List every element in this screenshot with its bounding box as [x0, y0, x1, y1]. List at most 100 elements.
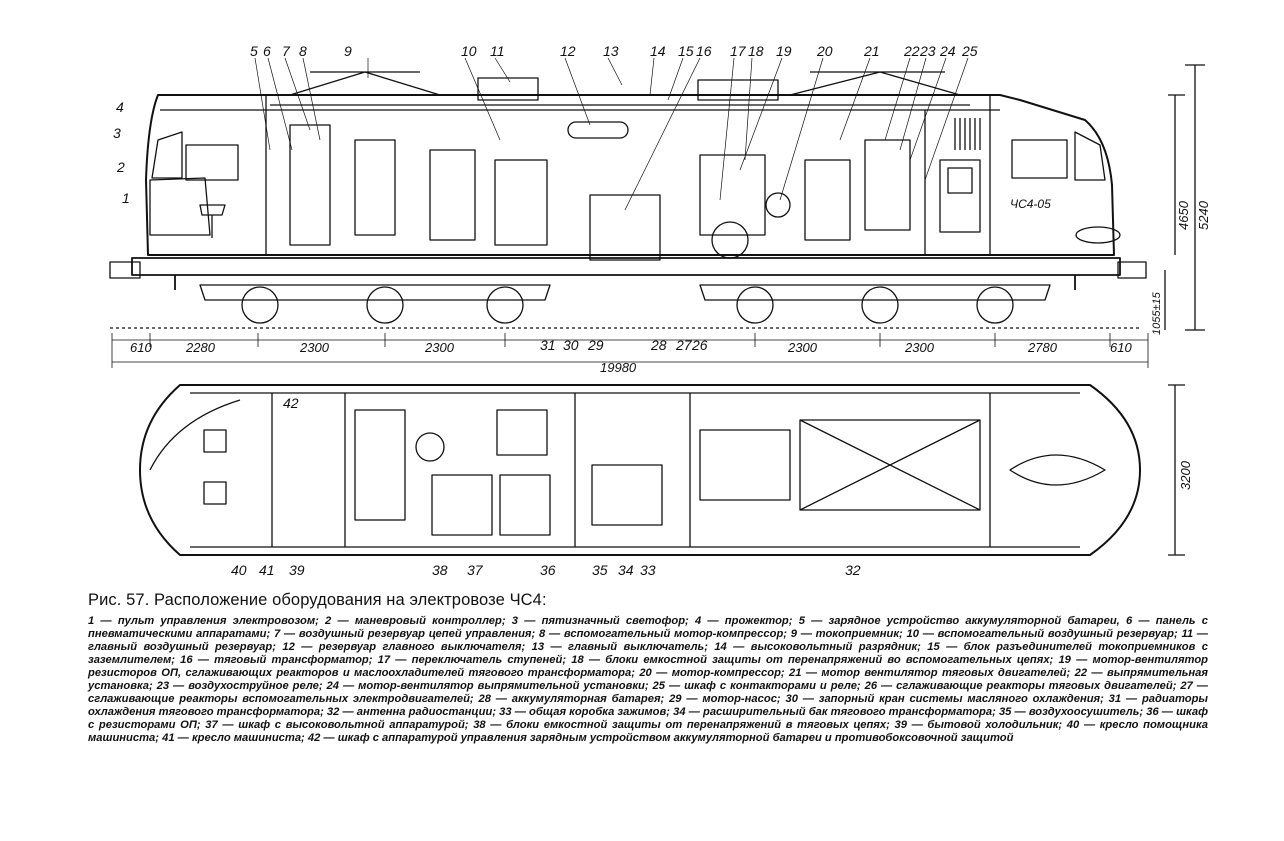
plan-equip-6	[699, 429, 791, 501]
side-label-21: 21	[863, 43, 880, 59]
side-door-window	[947, 167, 973, 194]
caption-body: 1 — пульт управления электровозом; 2 — м…	[88, 615, 1208, 744]
partitions	[265, 95, 991, 255]
equip-block-e	[699, 154, 766, 236]
bogie-right	[699, 284, 1051, 324]
underframe	[131, 257, 1121, 290]
equip-block-f	[804, 159, 851, 241]
dimension-chain	[111, 333, 1149, 368]
side-label-27: 27	[675, 337, 693, 353]
plan-label-34: 34	[618, 562, 634, 578]
locomotive-drawing: 1234567891011121314151617181920212223242…	[109, 43, 1211, 578]
side-label-5: 5	[250, 43, 258, 59]
louvers	[954, 118, 981, 150]
plan-label-42: 42	[283, 395, 299, 411]
dim-end-left: 610	[130, 340, 152, 355]
side-label-26: 26	[691, 337, 708, 353]
plan-label-33: 33	[640, 562, 656, 578]
caption-title: Рис. 57. Расположение оборудования на эл…	[88, 591, 547, 609]
number-plate: ЧС4-05	[1010, 197, 1051, 211]
side-label-11: 11	[490, 43, 505, 59]
side-label-15: 15	[678, 43, 694, 59]
compressor-circle	[765, 192, 791, 218]
plan-label-39: 39	[289, 562, 305, 578]
buffer-right	[1117, 261, 1147, 279]
dim-seg-6: 2780	[1027, 340, 1058, 355]
dim-width-body: 3200	[1178, 460, 1193, 490]
equip-block-c	[429, 149, 476, 241]
plan-label-41: 41	[259, 562, 275, 578]
seat-left-bottom	[203, 481, 227, 505]
plan-equip-4	[499, 474, 551, 536]
plan-label-35: 35	[592, 562, 608, 578]
side-label-9: 9	[344, 43, 352, 59]
plan-partitions	[271, 393, 991, 547]
roof-line	[160, 104, 1000, 111]
side-label-13: 13	[603, 43, 619, 59]
plan-equip-3	[431, 474, 493, 536]
plan-equip-5	[591, 464, 663, 526]
side-label-3: 3	[113, 125, 121, 141]
side-label-20: 20	[816, 43, 833, 59]
side-label-30: 30	[563, 337, 579, 353]
side-label-16: 16	[696, 43, 712, 59]
plan-label-40: 40	[231, 562, 247, 578]
transformer	[589, 194, 661, 261]
cab-window-left	[185, 144, 239, 181]
main-reservoir	[477, 77, 539, 101]
side-door	[939, 159, 981, 233]
buffer-left	[109, 261, 141, 279]
side-label-23: 23	[919, 43, 936, 59]
dim-total-length: 19980	[600, 360, 637, 375]
leader-lines	[254, 57, 969, 211]
side-label-25: 25	[961, 43, 978, 59]
side-label-6: 6	[263, 43, 271, 59]
plan-label-38: 38	[432, 562, 448, 578]
headlamp-right	[1075, 226, 1121, 244]
cab-window-right	[1011, 139, 1068, 179]
equip-block-d	[494, 159, 548, 246]
side-label-24: 24	[939, 43, 956, 59]
bogie-left	[199, 284, 551, 324]
roof-box	[697, 79, 779, 101]
side-label-4: 4	[116, 99, 124, 115]
side-label-22: 22	[903, 43, 920, 59]
nose-left	[149, 399, 241, 471]
side-label-28: 28	[650, 337, 667, 353]
equip-block-b	[354, 139, 396, 236]
dim-seg-5: 2300	[904, 340, 935, 355]
seat-left-top	[203, 429, 227, 453]
side-label-17: 17	[730, 43, 747, 59]
side-label-29: 29	[587, 337, 604, 353]
equip-block-g	[864, 139, 911, 231]
plan-inner	[190, 392, 1080, 548]
side-label-2: 2	[116, 159, 125, 175]
dim-height-cab: 4650	[1176, 200, 1191, 230]
control-desk	[149, 177, 211, 236]
width-dimension-lines	[1168, 384, 1185, 556]
pantograph-left	[289, 71, 441, 96]
reactor-circle	[711, 221, 749, 259]
pantograph-right	[789, 71, 961, 96]
dim-seg-3: 2300	[424, 340, 455, 355]
nose-right	[1009, 454, 1106, 486]
side-label-7: 7	[282, 43, 291, 59]
dim-seg-1: 2280	[185, 340, 216, 355]
dim-height-total: 5240	[1196, 200, 1211, 230]
side-label-18: 18	[748, 43, 764, 59]
radiator-frame	[799, 419, 981, 511]
dim-height-coupler: 1055±15	[1151, 291, 1163, 335]
dim-seg-2: 2300	[299, 340, 330, 355]
side-label-31: 31	[540, 337, 556, 353]
dimension-texts: 610 2280 2300 2300 2300 2300 2780 610 19…	[130, 197, 1211, 490]
seat	[199, 204, 226, 238]
side-label-8: 8	[299, 43, 307, 59]
dim-seg-4: 2300	[787, 340, 818, 355]
side-label-14: 14	[650, 43, 666, 59]
reservoir-12	[567, 121, 629, 139]
plan-equip-2	[496, 409, 548, 456]
figure-caption: Рис. 57. Расположение оборудования на эл…	[88, 591, 1208, 745]
